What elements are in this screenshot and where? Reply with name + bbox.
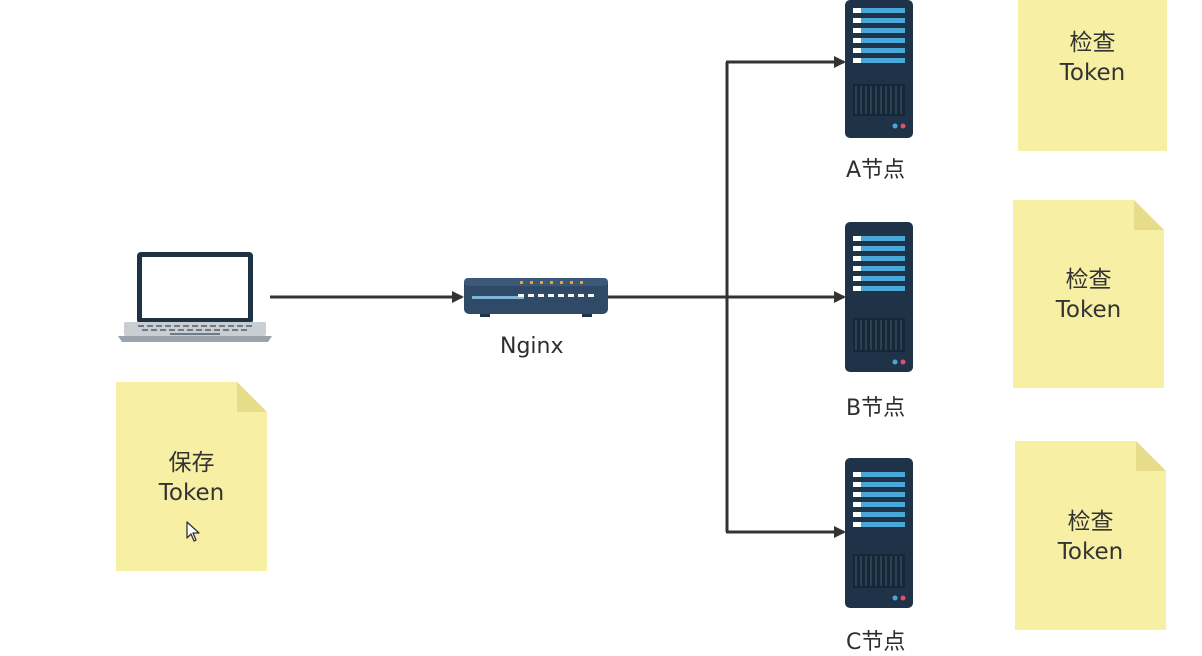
router-icon — [464, 278, 608, 317]
node-a-note-line2: Token — [1059, 60, 1126, 86]
node-b-note: 检查 Token — [1013, 200, 1164, 388]
note-shape — [1013, 200, 1164, 388]
laptop-icon — [118, 252, 272, 342]
node-b-label: B节点 — [846, 396, 906, 421]
client-note-line1: 保存 — [168, 450, 215, 476]
node-c-note: 检查 Token — [1015, 441, 1166, 630]
note-shape — [1015, 441, 1166, 630]
node-c-note-line2: Token — [1057, 539, 1124, 565]
client-note-line2: Token — [158, 480, 225, 506]
nginx-label: Nginx — [500, 334, 564, 359]
node-a-note-line1: 检查 — [1069, 30, 1116, 56]
server-icon — [845, 222, 913, 372]
client-note: 保存 Token — [116, 382, 267, 571]
server-icon — [845, 458, 913, 608]
note-shape — [116, 382, 267, 571]
node-a-note: 检查 Token — [1018, 0, 1167, 151]
node-b-note-line2: Token — [1055, 297, 1122, 323]
node-b-note-line1: 检查 — [1065, 267, 1112, 293]
node-a-label: A节点 — [846, 158, 906, 183]
node-c-note-line1: 检查 — [1067, 509, 1114, 535]
node-c-label: C节点 — [846, 630, 906, 655]
mouse-cursor-icon — [186, 521, 200, 542]
server-icon — [845, 0, 913, 138]
